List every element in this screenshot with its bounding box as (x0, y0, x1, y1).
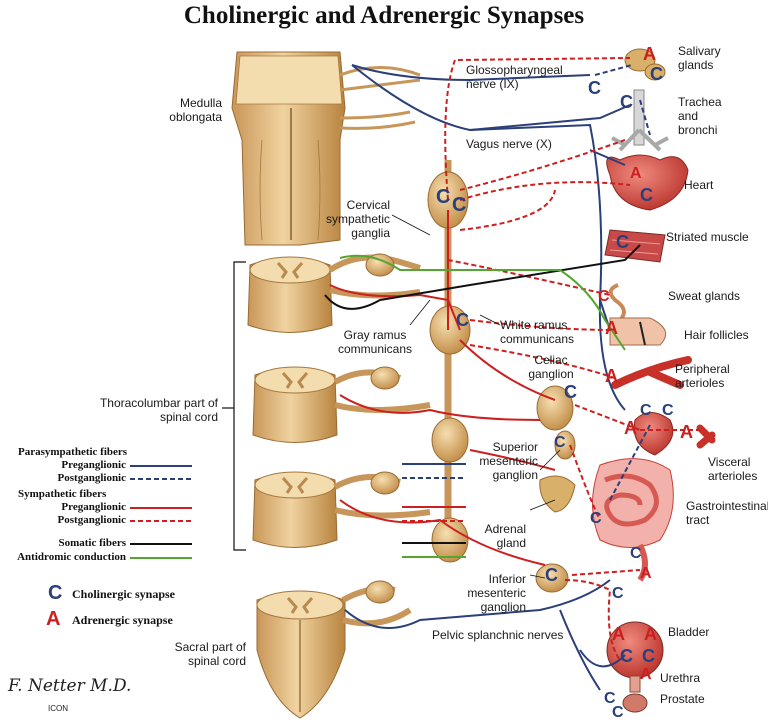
cholinergic-marker: C (436, 186, 451, 208)
adrenergic-marker: A (624, 418, 637, 438)
legend-adrenergic: Adrenergic synapse (72, 613, 173, 627)
cholinergic-marker: C (545, 565, 558, 585)
cholinergic-marker: C (564, 382, 577, 402)
cholinergic-marker: C (640, 185, 653, 205)
cholinergic-marker: C (554, 434, 566, 451)
cholinergic-marker: C (588, 78, 601, 98)
cholinergic-marker: C (662, 402, 674, 419)
prevertebral-ganglia (535, 385, 576, 593)
antidromic-fiber (339, 254, 626, 351)
cholinergic-marker: C (620, 92, 633, 112)
cholinergic-marker: C (640, 402, 652, 419)
cholinergic-marker: C (612, 585, 624, 602)
label-heart: Heart (684, 178, 714, 192)
parasympathetic-post (594, 64, 651, 501)
cholinergic-marker: C (590, 510, 602, 527)
thoracolumbar-bracket (233, 261, 246, 551)
legend-somatic: Somatic fibers (58, 537, 126, 549)
adrenergic-marker: A (640, 565, 652, 582)
adrenergic-marker: A (630, 165, 642, 182)
label-bladder: Bladder (668, 625, 710, 639)
label-vagus: Vagus nerve (X) (466, 137, 552, 151)
sympathetic-post (444, 57, 700, 661)
label-striated: Striated muscle (666, 230, 749, 244)
legend-para-pre: Preganglionic (61, 459, 126, 471)
legend-parasympathetic-heading: Parasympathetic fibers (18, 446, 128, 458)
legend-sympathetic-heading: Sympathetic fibers (18, 488, 107, 500)
label-pelvic: Pelvic splanchnic nerves (432, 628, 564, 642)
spinal-segment-1 (247, 254, 421, 333)
adrenergic-marker: A (612, 624, 625, 644)
adrenergic-marker: A (644, 624, 657, 644)
icon-mark: ICON (48, 704, 68, 713)
legend-lines (402, 463, 466, 558)
label-hair: Hair follicles (684, 328, 749, 342)
cholinergic-marker: C (598, 288, 610, 305)
cholinergic-marker: C (452, 194, 467, 216)
label-sweat: Sweat glands (668, 289, 741, 303)
legend-symp-pre: Preganglionic (61, 501, 126, 513)
cholinergic-marker: C (642, 646, 655, 666)
label-prostate: Prostate (660, 692, 705, 706)
cholinergic-marker: C (604, 690, 616, 707)
parasympathetic-fibers (344, 64, 631, 691)
adrenergic-symbol-icon: A (46, 608, 61, 630)
page-title: Cholinergic and Adrenergic Synapses (183, 2, 585, 29)
sacral-cord (256, 585, 412, 719)
adrenergic-marker: A (640, 666, 652, 683)
leader-lines (391, 214, 561, 579)
netter-signature: F. Netter M.D. (8, 676, 132, 696)
spinal-segment-2 (252, 366, 431, 443)
label-urethra: Urethra (660, 671, 701, 685)
sympathetic-pre (329, 210, 556, 566)
spinal-segment-3 (252, 471, 431, 548)
cholinergic-symbol-icon: C (48, 582, 63, 604)
cholinergic-marker: C (620, 646, 633, 666)
cholinergic-marker: C (650, 64, 663, 84)
cholinergic-marker: C (616, 232, 629, 252)
organs (592, 48, 716, 713)
medulla-oblongata (231, 51, 421, 246)
cholinergic-marker: C (612, 704, 624, 721)
adrenergic-marker: A (643, 44, 656, 64)
cholinergic-marker: C (456, 310, 469, 330)
legend-cholinergic: Cholinergic synapse (72, 587, 176, 601)
adrenergic-marker: A (605, 366, 618, 386)
adrenergic-marker: A (680, 422, 693, 442)
legend-symp-post: Postganglionic (57, 514, 126, 526)
legend-antidromic: Antidromic conduction (17, 551, 126, 563)
adrenergic-marker: A (605, 318, 618, 338)
legend-para-post: Postganglionic (57, 472, 126, 484)
somatic-fiber (324, 244, 641, 310)
cholinergic-marker: C (630, 545, 642, 562)
